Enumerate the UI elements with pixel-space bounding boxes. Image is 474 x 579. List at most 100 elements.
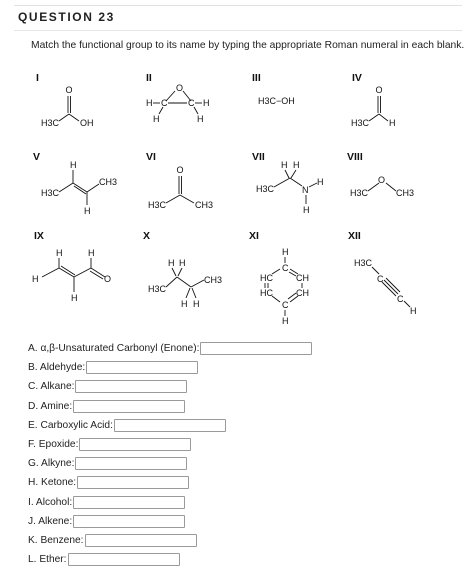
svg-text:H: H <box>153 114 160 124</box>
answer-input-benzene[interactable] <box>84 533 197 547</box>
answer-input-alkyne[interactable] <box>75 457 188 471</box>
structure-iv-aldehyde: H3C O H <box>351 85 396 128</box>
svg-text:H3C: H3C <box>351 118 370 128</box>
answer-row-amine: D. Amine: <box>28 397 312 416</box>
answer-input-alkene[interactable] <box>73 514 186 528</box>
svg-text:H: H <box>303 205 310 215</box>
answer-row-alcohol: I. Alcohol: <box>28 493 312 512</box>
numeral-xii: XII <box>348 230 361 242</box>
numeral-iv: IV <box>352 72 362 84</box>
answer-row-ether: L. Ether: <box>28 550 312 569</box>
svg-text:H: H <box>56 248 63 258</box>
answer-label-amine: D. Amine: <box>28 400 73 412</box>
structure-vi-ketone: H3C O CH3 <box>148 165 213 210</box>
svg-text:O: O <box>376 85 383 95</box>
svg-text:H: H <box>197 114 204 124</box>
answer-label-epoxide: F. Epoxide: <box>28 439 79 451</box>
answer-row-alkane: C. Alkane: <box>28 377 312 396</box>
answer-input-carboxylic-acid[interactable] <box>113 418 226 432</box>
answer-row-alkene: J. Alkene: <box>28 512 312 531</box>
svg-text:C: C <box>397 294 404 304</box>
answer-row-carboxylic-acid: E. Carboxylic Acid: <box>28 416 312 435</box>
svg-text:C: C <box>282 263 289 273</box>
numeral-vii: VII <box>252 151 265 163</box>
answer-row-benzene: K. Benzene: <box>28 531 312 550</box>
numeral-xi: XI <box>249 230 259 242</box>
svg-text:CH3: CH3 <box>204 275 222 285</box>
svg-text:H3C: H3C <box>41 118 60 128</box>
numeral-iii: III <box>252 72 261 84</box>
answer-row-alkyne: G. Alkyne: <box>28 454 312 473</box>
svg-text:H: H <box>282 247 289 257</box>
numeral-viii: VIII <box>347 151 363 163</box>
svg-text:H: H <box>179 258 186 268</box>
structure-v-alkene: H3C H CH3 H <box>41 160 117 216</box>
svg-text:H: H <box>317 177 324 187</box>
answer-label-aldehyde: B. Aldehyde: <box>28 362 86 374</box>
structure-ix-enone: H H H H O <box>32 248 111 303</box>
svg-text:H3C: H3C <box>350 188 369 198</box>
structure-ii-epoxide: O H C C H H H <box>146 83 210 124</box>
structure-viii-ether: H3C O CH3 <box>350 175 414 198</box>
svg-text:H3C: H3C <box>354 258 373 268</box>
answer-row-enone: A. α,β-Unsaturated Carbonyl (Enone): <box>28 339 313 358</box>
answer-label-alcohol: I. Alcohol: <box>28 496 73 508</box>
svg-text:CH: CH <box>296 273 309 283</box>
answer-row-ketone: H. Ketone: <box>28 473 312 492</box>
svg-text:H: H <box>193 299 200 309</box>
svg-text:O: O <box>104 274 111 284</box>
svg-text:H: H <box>71 293 78 303</box>
svg-text:H: H <box>281 160 288 170</box>
svg-text:H: H <box>32 274 39 284</box>
svg-text:CH3: CH3 <box>396 188 414 198</box>
answer-input-epoxide[interactable] <box>79 438 192 452</box>
svg-text:H: H <box>203 98 210 108</box>
svg-text:HC: HC <box>260 273 273 283</box>
svg-text:N: N <box>302 185 309 195</box>
svg-text:H3C: H3C <box>148 200 167 210</box>
question-title: QUESTION 23 <box>18 10 115 24</box>
svg-text:H: H <box>389 118 396 128</box>
svg-text:O: O <box>176 83 183 93</box>
answer-input-enone[interactable] <box>200 342 313 356</box>
structure-xi-benzene: H C HC CH HC CH C H <box>260 247 309 326</box>
answer-input-alkane[interactable] <box>75 380 188 394</box>
answer-label-enone: A. α,β-Unsaturated Carbonyl (Enone): <box>28 343 200 355</box>
svg-text:H: H <box>293 160 300 170</box>
svg-text:CH: CH <box>296 288 309 298</box>
top-divider <box>14 5 462 6</box>
numeral-ii: II <box>146 72 152 84</box>
structure-xii-alkyne: H3C C C H <box>354 258 417 316</box>
svg-text:H: H <box>84 206 91 216</box>
svg-text:HC: HC <box>260 288 273 298</box>
answer-input-ether[interactable] <box>67 553 180 567</box>
question-instructions: Match the functional group to its name b… <box>31 40 465 51</box>
svg-text:H3C: H3C <box>41 188 60 198</box>
svg-text:O: O <box>66 85 73 95</box>
svg-text:H: H <box>70 160 77 170</box>
structure-i-carboxylic-acid: H3C O OH <box>41 85 94 128</box>
answer-input-aldehyde[interactable] <box>86 361 199 375</box>
svg-text:C: C <box>161 98 168 108</box>
numeral-i: I <box>36 72 39 84</box>
svg-text:O: O <box>177 165 184 175</box>
answer-input-alcohol[interactable] <box>73 495 186 509</box>
svg-text:C: C <box>282 300 289 310</box>
answer-label-benzene: K. Benzene: <box>28 534 84 546</box>
svg-text:H3C: H3C <box>148 284 167 294</box>
svg-text:H: H <box>168 258 175 268</box>
svg-text:H: H <box>282 316 289 326</box>
title-divider <box>14 30 462 31</box>
svg-text:CH3: CH3 <box>99 177 117 187</box>
answer-input-amine[interactable] <box>73 399 186 413</box>
numeral-x: X <box>143 230 151 242</box>
svg-text:H: H <box>146 98 153 108</box>
answer-list: A. α,β-Unsaturated Carbonyl (Enone): B. … <box>28 339 313 569</box>
svg-text:C: C <box>377 274 384 284</box>
answer-label-alkene: J. Alkene: <box>28 515 73 527</box>
structure-iii-alcohol: H3C−OH <box>258 96 295 106</box>
answer-input-ketone[interactable] <box>77 476 190 490</box>
svg-text:H3C−OH: H3C−OH <box>258 96 295 106</box>
